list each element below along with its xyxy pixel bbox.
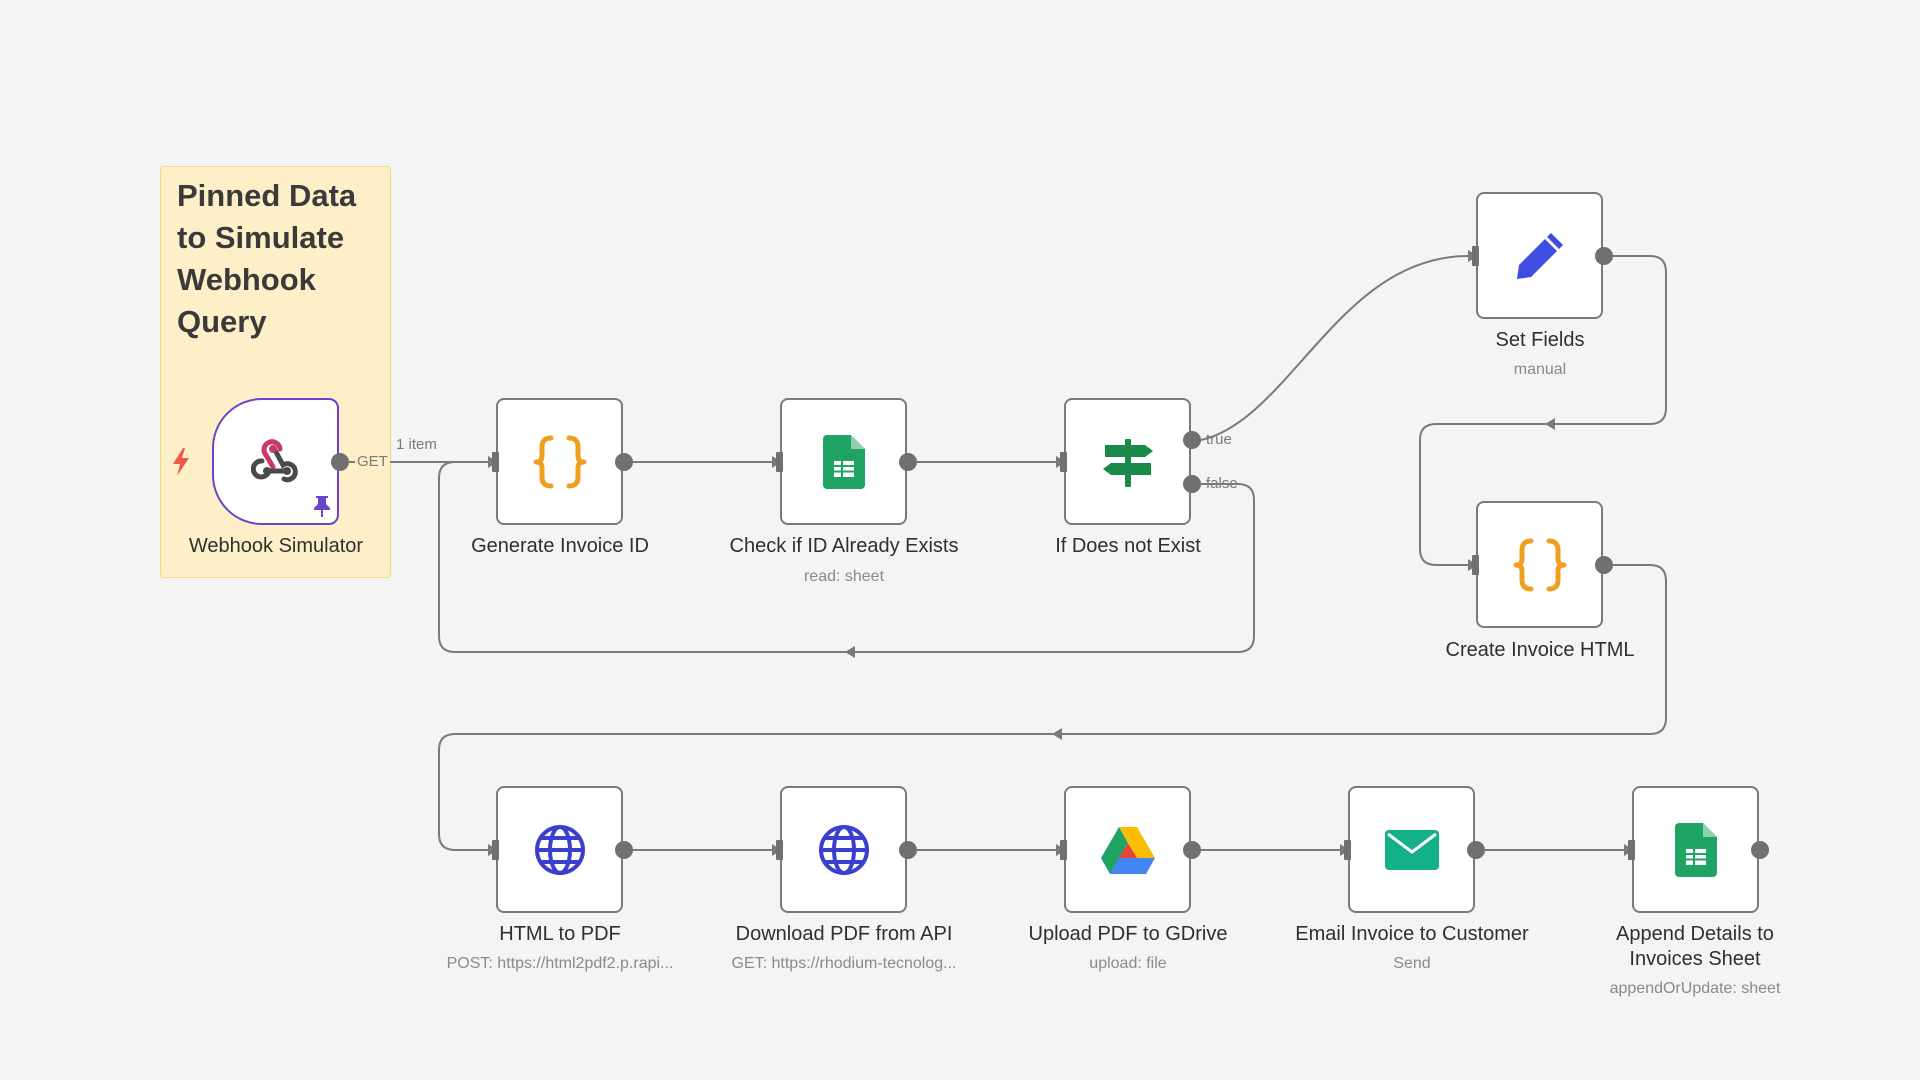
output-port[interactable] bbox=[1595, 556, 1613, 574]
output-port-false[interactable] bbox=[1183, 475, 1201, 493]
node-subtitle: read: sheet bbox=[803, 568, 885, 585]
node-label: Append Details to Invoices Sheet bbox=[1616, 923, 1774, 970]
signpost-icon bbox=[1102, 438, 1153, 487]
output-port[interactable] bbox=[331, 453, 349, 471]
output-port[interactable] bbox=[1183, 841, 1201, 859]
sticky-note-title: Pinned Data to Simulate Webhook Query bbox=[177, 178, 357, 339]
mail-icon bbox=[1384, 829, 1439, 870]
input-port[interactable] bbox=[1060, 452, 1067, 472]
pin-icon[interactable] bbox=[312, 494, 332, 518]
node-subtitle: Send bbox=[1393, 955, 1431, 972]
input-port[interactable] bbox=[1628, 840, 1635, 860]
true-branch-label: true bbox=[1206, 431, 1232, 448]
output-port[interactable] bbox=[615, 841, 633, 859]
input-port[interactable] bbox=[1344, 840, 1351, 860]
pencil-icon bbox=[1516, 232, 1563, 279]
output-port[interactable] bbox=[899, 841, 917, 859]
output-port-true[interactable] bbox=[1183, 431, 1201, 449]
node-set-fields[interactable] bbox=[1476, 192, 1603, 319]
items-count-label: 1 item bbox=[396, 436, 437, 453]
arrowhead bbox=[1052, 728, 1062, 740]
input-port[interactable] bbox=[1060, 840, 1067, 860]
output-port[interactable] bbox=[1467, 841, 1485, 859]
node-subtitle: manual bbox=[1513, 361, 1567, 378]
node-generate-invoice-id[interactable] bbox=[496, 398, 623, 525]
node-if-does-not-exist[interactable] bbox=[1064, 398, 1191, 525]
node-label: Set Fields bbox=[1495, 329, 1585, 351]
code-braces-icon bbox=[1513, 538, 1566, 591]
input-port[interactable] bbox=[776, 452, 783, 472]
edge-setfields-createhtml bbox=[1419, 255, 1667, 566]
node-subtitle: GET: https://rhodium-tecnolog... bbox=[731, 955, 957, 972]
node-label: Download PDF from API bbox=[735, 923, 953, 945]
webhook-icon bbox=[250, 438, 298, 482]
output-port[interactable] bbox=[615, 453, 633, 471]
node-label: Check if ID Already Exists bbox=[729, 535, 959, 557]
node-upload-gdrive[interactable] bbox=[1064, 786, 1191, 913]
node-subtitle: POST: https://html2pdf2.p.rapi... bbox=[446, 955, 674, 972]
node-check-id-exists[interactable] bbox=[780, 398, 907, 525]
node-label: HTML to PDF bbox=[499, 923, 621, 945]
node-create-invoice-html[interactable] bbox=[1476, 501, 1603, 628]
output-port[interactable] bbox=[1595, 247, 1613, 265]
google-sheets-icon bbox=[1674, 822, 1717, 877]
node-label: Email Invoice to Customer bbox=[1295, 923, 1529, 945]
input-port[interactable] bbox=[492, 840, 499, 860]
input-port[interactable] bbox=[1472, 246, 1479, 266]
input-port[interactable] bbox=[776, 840, 783, 860]
node-label: Generate Invoice ID bbox=[471, 535, 649, 557]
trigger-bolt-icon bbox=[173, 448, 189, 476]
node-label: Upload PDF to GDrive bbox=[1028, 923, 1228, 945]
input-port[interactable] bbox=[492, 452, 499, 472]
globe-icon bbox=[818, 824, 869, 875]
google-drive-icon bbox=[1100, 826, 1155, 874]
input-port[interactable] bbox=[1472, 555, 1479, 575]
node-label: If Does not Exist bbox=[1055, 535, 1201, 557]
globe-icon bbox=[534, 824, 585, 875]
arrowhead bbox=[845, 646, 855, 658]
output-port[interactable] bbox=[899, 453, 917, 471]
google-sheets-icon bbox=[822, 434, 865, 489]
node-email-invoice[interactable] bbox=[1348, 786, 1475, 913]
method-label: GET bbox=[355, 453, 390, 470]
node-subtitle: upload: file bbox=[1089, 955, 1167, 972]
node-label: Webhook Simulator bbox=[188, 535, 364, 557]
node-subtitle: appendOrUpdate: sheet bbox=[1609, 980, 1781, 997]
code-braces-icon bbox=[533, 435, 586, 488]
node-html-to-pdf[interactable] bbox=[496, 786, 623, 913]
edge-if-true-setfields bbox=[1200, 255, 1469, 441]
node-download-pdf[interactable] bbox=[780, 786, 907, 913]
arrowhead bbox=[1545, 418, 1555, 430]
node-label: Create Invoice HTML bbox=[1445, 639, 1635, 661]
false-branch-label: false bbox=[1206, 475, 1238, 492]
node-append-details[interactable] bbox=[1632, 786, 1759, 913]
output-port[interactable] bbox=[1751, 841, 1769, 859]
node-webhook-simulator[interactable] bbox=[212, 398, 339, 525]
